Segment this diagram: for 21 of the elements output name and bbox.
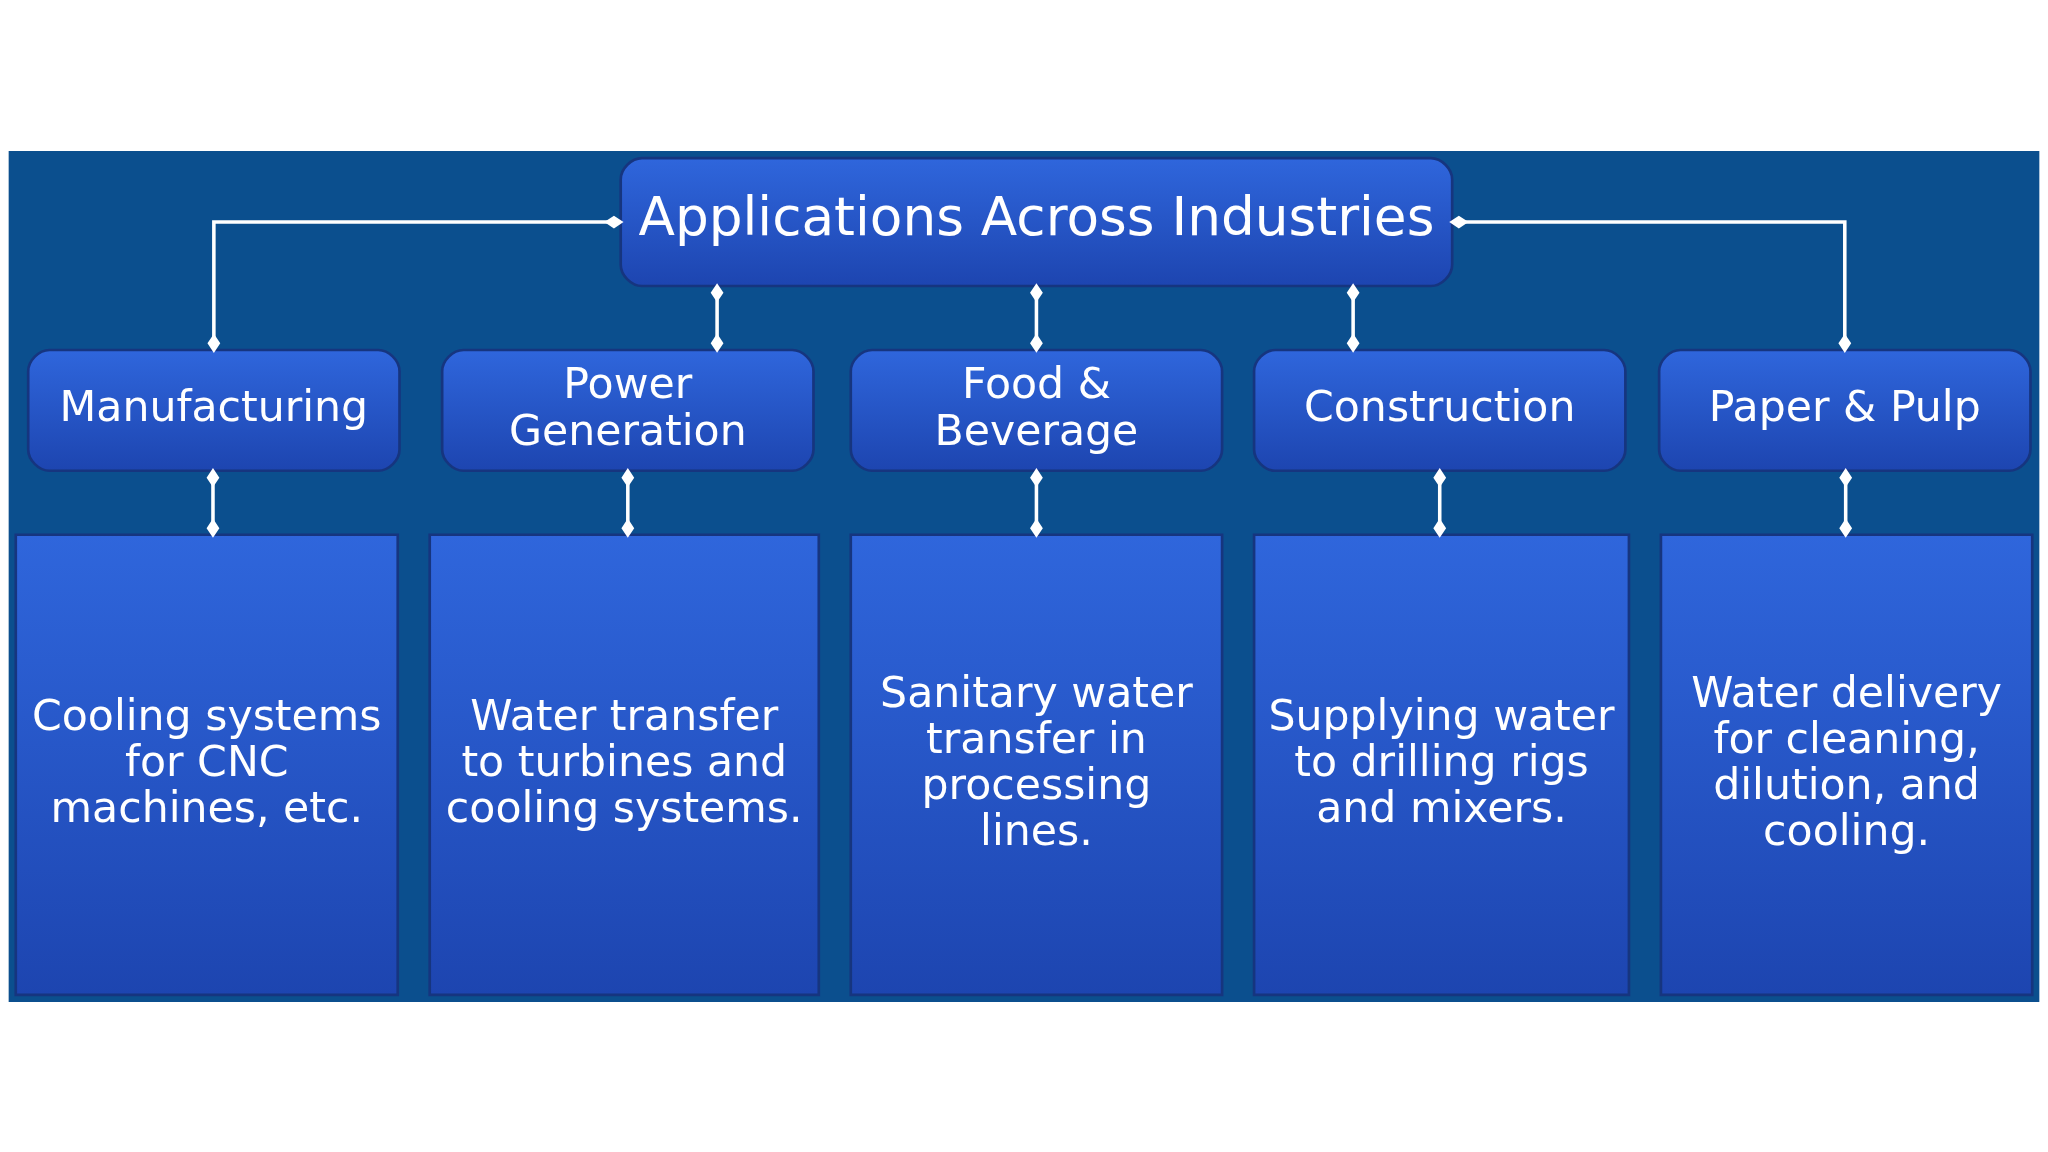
node-box: Supplying water to drilling rigs and mixers. [1252,532,1631,996]
node-box: Cooling systems for CNC machines, etc. [14,532,400,996]
connector [1839,467,1853,538]
node-box: Water delivery for cleaning, dilution, and cooling. [1659,532,2034,996]
node-box: Power Generation [440,348,815,472]
node-box: Water transfer to turbines and cooling systems. [428,532,821,996]
connector [1030,467,1043,538]
connector [621,467,635,538]
connector [1433,467,1447,538]
node-box: Sanitary water transfer in processing lines. [849,532,1224,996]
node-box: Food & Beverage [849,348,1224,472]
node-box: Applications Across Industries [619,156,1454,287]
connector [1449,215,1852,353]
node-box: Construction [1252,348,1627,472]
connector [1030,282,1043,353]
node-box: Manufacturing [26,348,401,472]
connector [710,282,724,353]
connector [207,215,624,353]
connector [206,467,220,538]
connector [1346,282,1360,353]
node-box: Paper & Pulp [1657,348,2032,472]
